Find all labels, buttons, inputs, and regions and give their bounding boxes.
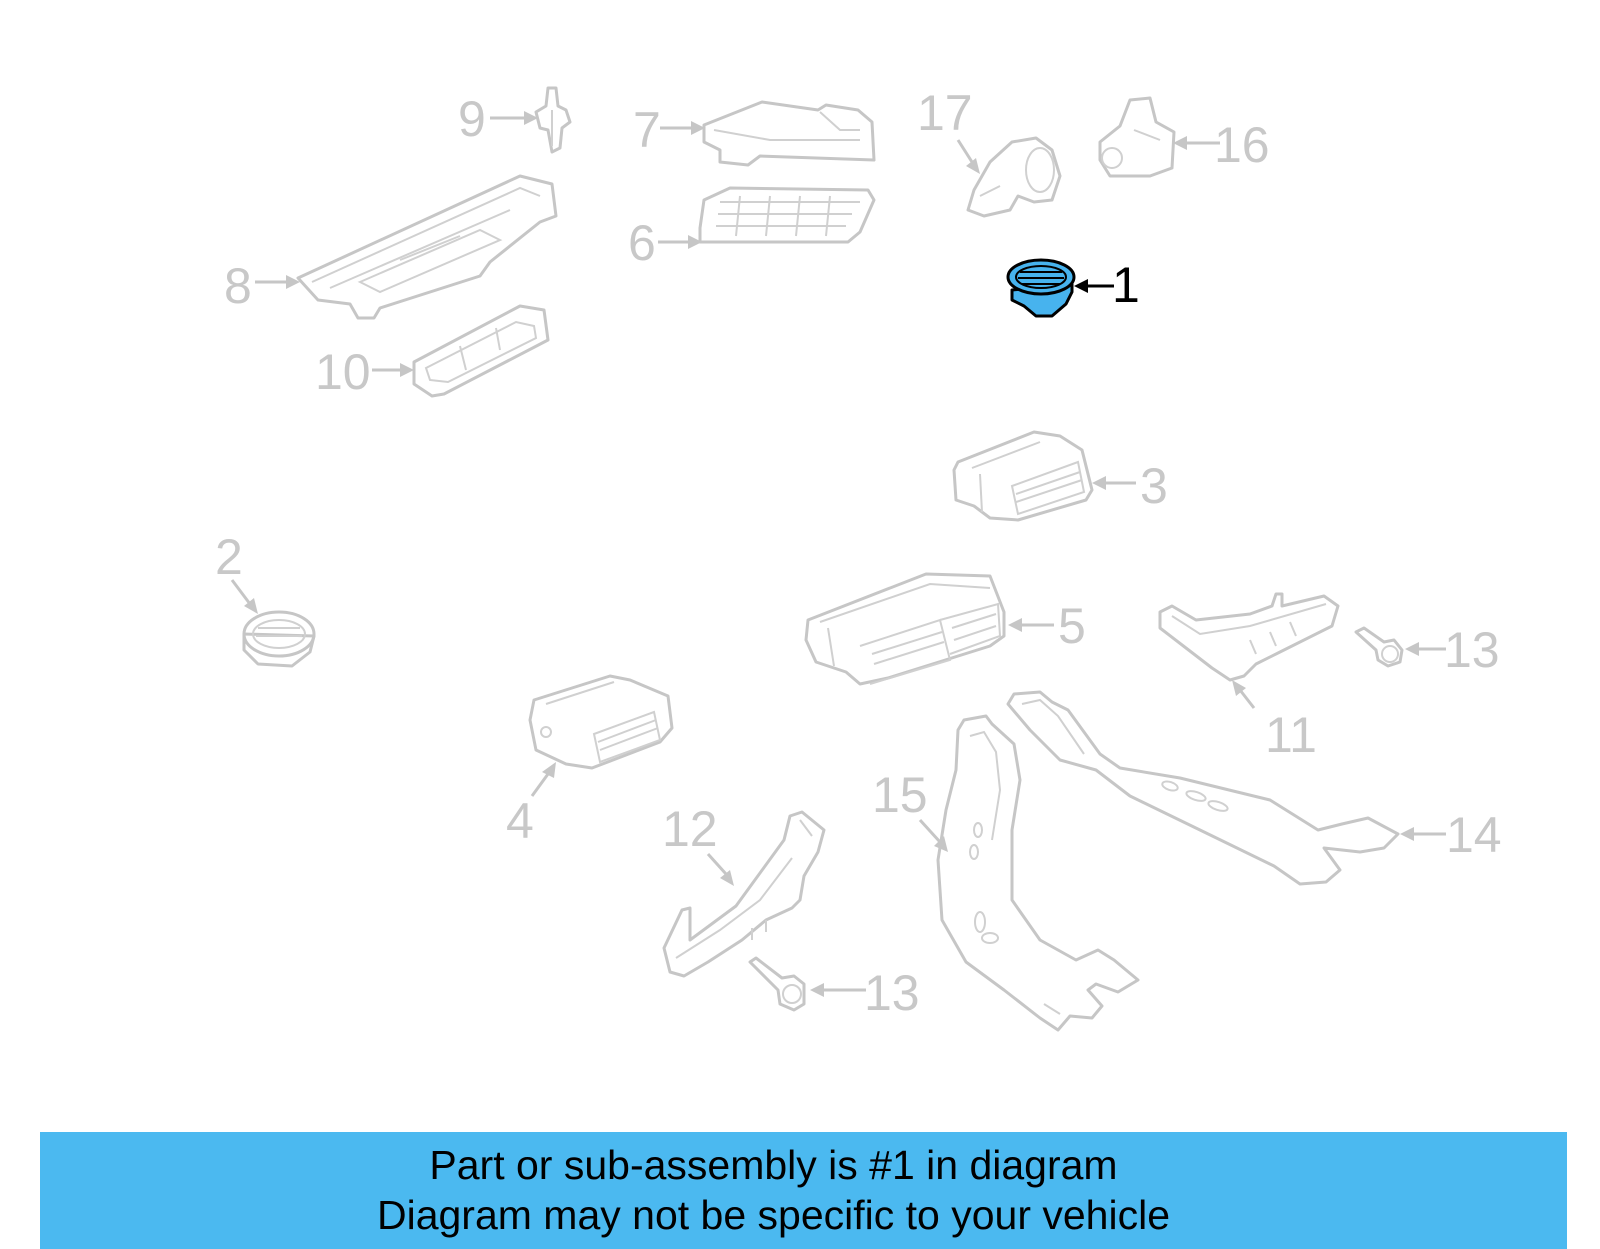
callout-label-3: 3 — [1140, 458, 1168, 514]
part-3-side-vent — [952, 430, 1094, 522]
callout-label-8: 8 — [224, 258, 252, 314]
callout-label-5: 5 — [1058, 598, 1086, 654]
callout-arrow-15 — [918, 818, 948, 852]
callout-arrow-5 — [1008, 618, 1054, 632]
callout-arrow-11 — [1232, 680, 1256, 709]
part-2-round-vent — [242, 610, 316, 668]
callout-arrow-7 — [660, 121, 705, 135]
banner-line-part: Part or sub-assembly is #1 in diagram — [429, 1142, 1118, 1188]
callout-arrow-4 — [530, 762, 556, 797]
callout-arrow-6 — [658, 235, 702, 249]
part-7-bracket — [702, 100, 876, 167]
callout-arrow-12 — [706, 852, 734, 886]
callout-label-15: 15 — [872, 767, 928, 823]
info-banner: Part or sub-assembly is #1 in diagram Di… — [40, 1132, 1567, 1249]
callout-arrow-14 — [1400, 827, 1446, 841]
callout-label-17: 17 — [917, 85, 973, 141]
callout-arrow-3 — [1092, 476, 1136, 490]
callout-arrow-9 — [490, 111, 538, 125]
callout-label-9: 9 — [458, 91, 486, 147]
banner-line-disclaimer: Diagram may not be specific to your vehi… — [376, 1192, 1170, 1238]
callout-label-2: 2 — [215, 529, 243, 585]
callout-arrow-13b — [810, 983, 866, 997]
part-1-round-vent — [1006, 258, 1076, 318]
callout-label-12: 12 — [662, 801, 718, 857]
part-10-vent-bezel — [412, 304, 550, 398]
part-11-duct — [1158, 592, 1340, 682]
part-13-screw-upper — [1354, 626, 1404, 668]
callout-arrow-13a — [1405, 642, 1446, 656]
part-4-side-vent — [528, 674, 674, 770]
callout-label-13-upper: 13 — [1444, 622, 1500, 678]
callout-arrow-16 — [1173, 136, 1220, 150]
part-15-vertical-duct — [936, 714, 1140, 1032]
callout-label-14: 14 — [1446, 807, 1502, 863]
callout-label-16: 16 — [1214, 117, 1270, 173]
callout-label-6: 6 — [628, 215, 656, 271]
part-5-center-vent — [804, 572, 1006, 686]
callout-label-4: 4 — [506, 793, 534, 849]
part-8-vent-panel — [296, 174, 558, 320]
callout-arrow-17 — [956, 139, 980, 174]
callout-arrow-10 — [372, 363, 414, 377]
parts-diagram: 9 7 17 16 8 — [215, 85, 1502, 1032]
part-13-screw-lower — [748, 956, 806, 1012]
callout-label-1: 1 — [1112, 257, 1140, 313]
callout-arrow-2 — [230, 579, 258, 614]
part-14-horizontal-duct — [1006, 690, 1400, 886]
callout-arrow-8 — [255, 275, 300, 289]
part-17-bracket — [966, 136, 1062, 218]
callout-arrow-1 — [1074, 279, 1114, 293]
callout-label-11: 11 — [1265, 707, 1317, 763]
callout-label-13-lower: 13 — [864, 965, 920, 1021]
part-6-grille — [698, 186, 876, 244]
part-12-duct — [662, 810, 826, 978]
callout-label-7: 7 — [633, 102, 661, 158]
callout-label-10: 10 — [315, 344, 371, 400]
part-9-clip — [534, 86, 572, 154]
part-16-sensor — [1098, 96, 1176, 178]
